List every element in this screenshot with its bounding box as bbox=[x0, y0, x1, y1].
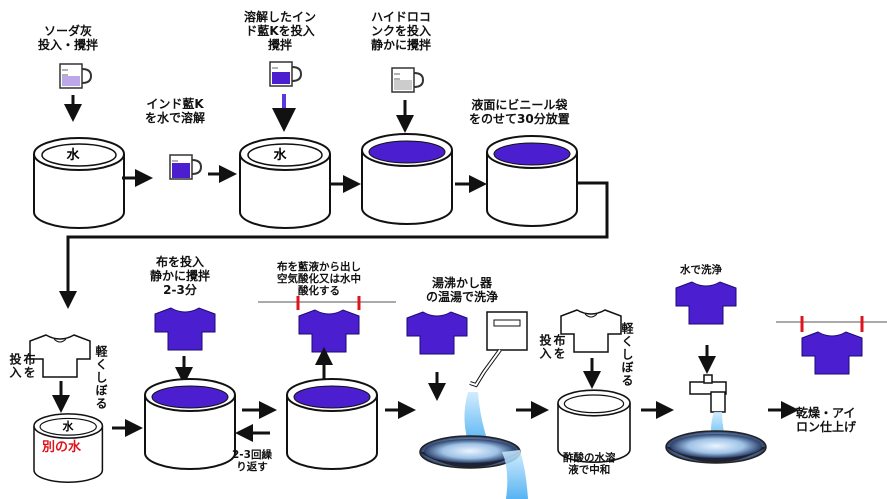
step-put-cloth-acid: 布を 投入 bbox=[538, 334, 566, 360]
soda-ash-mug-icon bbox=[59, 63, 92, 89]
drying-blue-shirt-icon bbox=[801, 331, 863, 375]
blue-shirt-icon bbox=[406, 311, 468, 355]
dissolved-indigo-mug-icon bbox=[169, 154, 202, 180]
vat-indigo-2 bbox=[144, 378, 236, 470]
vat-water-label-3: 水 bbox=[63, 419, 75, 433]
hanging-blue-shirt-icon bbox=[298, 309, 360, 353]
blue-shirt-icon bbox=[675, 281, 737, 325]
faucet-icon bbox=[689, 374, 727, 413]
water-stream bbox=[464, 392, 490, 448]
white-shirt-icon bbox=[560, 309, 622, 353]
overflow-stream bbox=[502, 450, 528, 499]
step-soda-ash: ソーダ灰 投入・攪拌 bbox=[38, 24, 99, 52]
vat-indigo-vinyl bbox=[486, 135, 578, 227]
step-put-cloth-soak: 布を 投入 bbox=[8, 353, 36, 379]
vat-water-label-2: 水 bbox=[273, 147, 287, 163]
add-dissolved-mug-icon bbox=[269, 61, 302, 87]
step-vinyl-cover: 液面にビニール袋 をのせて30分放置 bbox=[469, 98, 570, 126]
vat-water-label-1: 水 bbox=[66, 147, 80, 163]
step-wring-lightly-2: 軽くしぼる bbox=[620, 322, 634, 387]
step-dry-iron: 乾燥・アイ ロン仕上げ bbox=[796, 406, 857, 434]
white-shirt-icon bbox=[29, 334, 91, 378]
step-separate-water: 別の水 bbox=[42, 440, 82, 455]
step-repeat: 2-3回繰 り返す bbox=[232, 449, 272, 473]
water-heater-icon bbox=[469, 311, 528, 388]
wash-basin-2 bbox=[665, 430, 767, 464]
connector-line bbox=[59, 181, 609, 309]
hydrosulfite-mug-icon bbox=[391, 67, 424, 93]
step-add-dissolved: 溶解したイン ド藍Kを投入 攪拌 bbox=[244, 10, 317, 52]
step-hot-water-wash: 湯沸かし器 の温湯で洗浄 bbox=[426, 276, 499, 304]
step-dissolve-indigo: インド藍K を水で溶解 bbox=[145, 97, 206, 125]
step-water-wash: 水で洗浄 bbox=[680, 264, 722, 276]
step-oxidize: 布を藍液から出し 空気酸化又は水中 酸化する bbox=[277, 261, 361, 297]
blue-shirt-icon bbox=[154, 307, 216, 351]
vat-indigo-3 bbox=[286, 378, 378, 470]
step-add-hydrosulfite: ハイドロコ ンクを投入 静かに攪拌 bbox=[371, 10, 432, 52]
vat-indigo-1 bbox=[361, 133, 453, 225]
step-neutralize: 酢酸の水溶 液で中和 bbox=[563, 452, 616, 476]
step-put-cloth-stir: 布を投入 静かに攪拌 2-3分 bbox=[150, 255, 211, 297]
step-wring-lightly-1: 軽くしぼる bbox=[94, 345, 108, 410]
